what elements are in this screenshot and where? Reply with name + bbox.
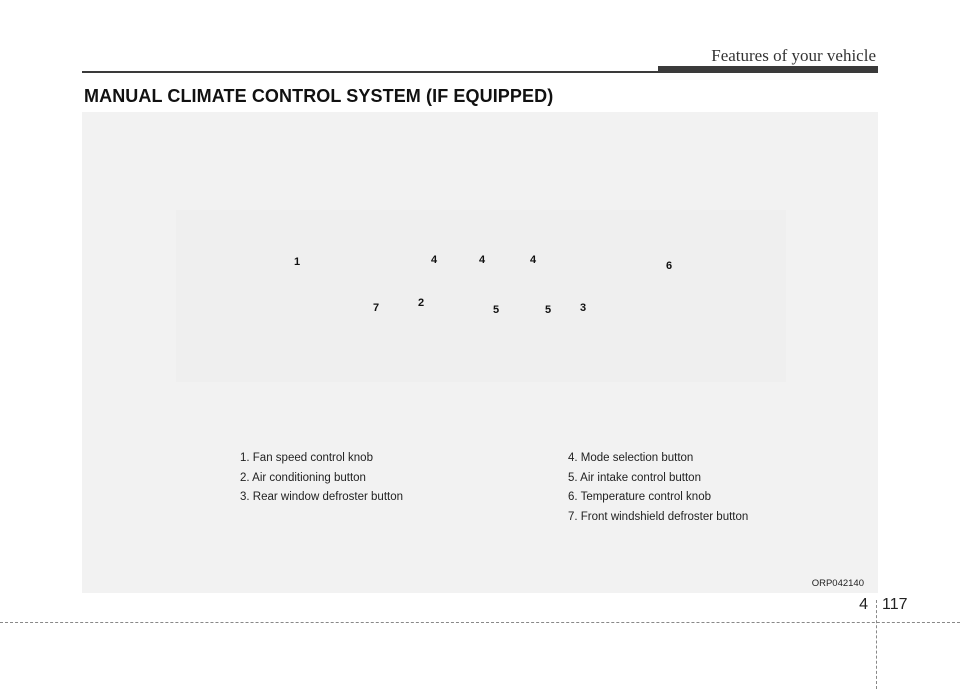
chapter-number: 4	[859, 596, 868, 613]
legend-left: 1. Fan speed control knob 2. Air conditi…	[240, 449, 403, 508]
callout-rear-defrost: 3	[580, 302, 587, 314]
callout-mode-2: 4	[479, 254, 486, 266]
legend-right: 4. Mode selection button 5. Air intake c…	[568, 449, 748, 527]
climate-panel-diagram	[176, 210, 786, 382]
section-title: Features of your vehicle	[711, 46, 876, 65]
callout-air-intake-2: 5	[545, 304, 552, 316]
legend-item: 1. Fan speed control knob	[240, 452, 373, 464]
header-rule-thick	[658, 66, 878, 72]
callout-fan-speed: 1	[294, 256, 301, 268]
figure-code: ORP042140	[811, 578, 864, 589]
callout-mode-1: 4	[431, 254, 438, 266]
page-number: 117	[882, 596, 908, 613]
footer-dashed-rule	[0, 622, 960, 623]
header-rule-thin	[82, 71, 878, 73]
callout-mode-3: 4	[530, 254, 537, 266]
callout-air-conditioning: 2	[418, 297, 425, 309]
legend-item: 5. Air intake control button	[568, 471, 701, 484]
legend-item: 6. Temperature control knob	[568, 491, 711, 503]
legend-item: 7. Front windshield defroster button	[568, 510, 749, 523]
callout-air-intake-1: 5	[493, 304, 500, 316]
page-heading: MANUAL CLIMATE CONTROL SYSTEM (IF EQUIPP…	[84, 86, 554, 106]
footer-dashed-divider	[876, 600, 877, 689]
legend-item: 3. Rear window defroster button	[240, 491, 404, 503]
legend-item: 2. Air conditioning button	[240, 471, 366, 484]
legend-item: 4. Mode selection button	[568, 452, 694, 464]
figure-panel: 1 4 4 4 6 7 2 5 5 3 1. Fan speed control…	[82, 112, 878, 593]
callout-front-defrost: 7	[373, 302, 380, 314]
callout-temperature: 6	[666, 260, 673, 272]
